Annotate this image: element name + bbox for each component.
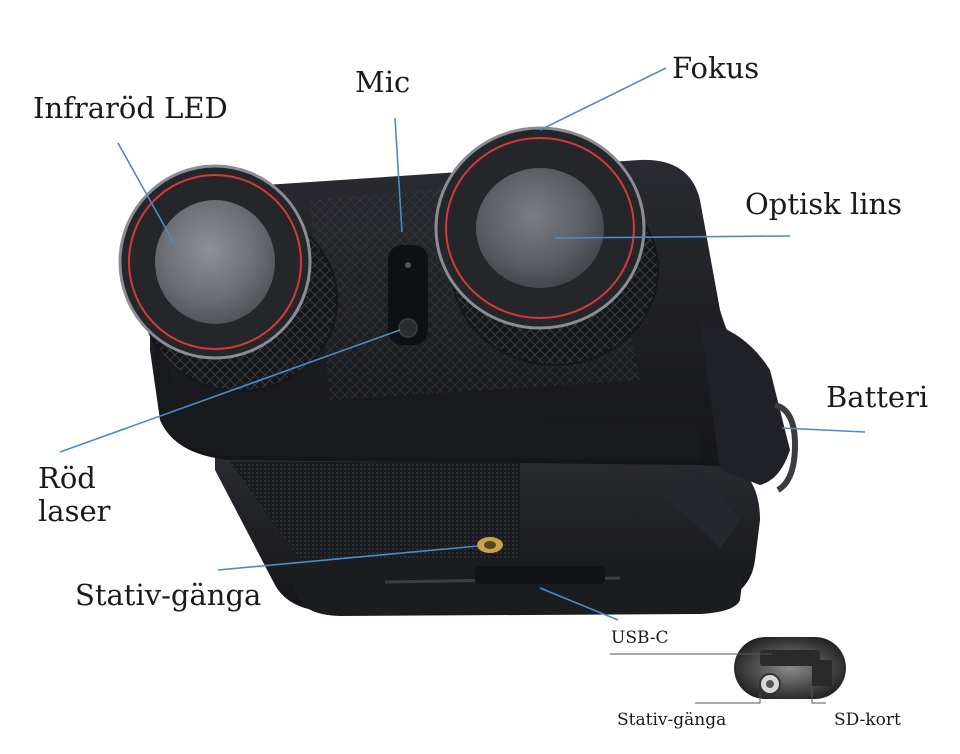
leader-fokus: [539, 67, 667, 131]
label-optisk-lins: Optisk lins: [745, 187, 903, 221]
label-sd-kort: SD-kort: [834, 710, 901, 730]
tripod-thread: [477, 537, 503, 553]
leader-stativ-inset: [695, 694, 761, 704]
port-cover: [475, 566, 605, 584]
label-stativ-ganga-inset: Stativ-gänga: [617, 710, 727, 730]
speaker-grille: [230, 462, 520, 560]
leader-stativ: [217, 545, 479, 571]
battery-compartment: [700, 320, 790, 485]
label-batteri: Batteri: [826, 380, 929, 414]
mic-hole: [405, 262, 411, 268]
leader-optisk: [554, 235, 791, 239]
center-panel: [388, 245, 428, 345]
label-usb-c: USB-C: [611, 628, 669, 648]
label-stativ-ganga: Stativ-gänga: [75, 578, 262, 612]
leader-infrared: [117, 142, 176, 246]
port-inset: [734, 637, 846, 699]
label-rod-laser: Röd laser: [38, 461, 111, 529]
label-rod-laser-line1: Röd: [38, 461, 96, 495]
label-rod-laser-line2: laser: [38, 494, 111, 529]
device-base: [215, 455, 760, 616]
leader-rod-laser: [59, 329, 401, 453]
left-lens: [118, 164, 338, 392]
leader-mic: [394, 117, 403, 233]
leader-port: [539, 587, 619, 621]
label-mic: Mic: [355, 65, 411, 99]
label-infrared-led: Infraröd LED: [33, 91, 228, 125]
battery-handle: [774, 402, 799, 493]
laser-emitter: [398, 318, 418, 338]
right-lens: [434, 126, 659, 366]
inset-lines: [610, 653, 826, 704]
leader-lines: [59, 67, 866, 621]
leader-batteri: [781, 427, 866, 433]
leader-sdkort: [811, 686, 826, 704]
label-fokus: Fokus: [672, 51, 760, 85]
